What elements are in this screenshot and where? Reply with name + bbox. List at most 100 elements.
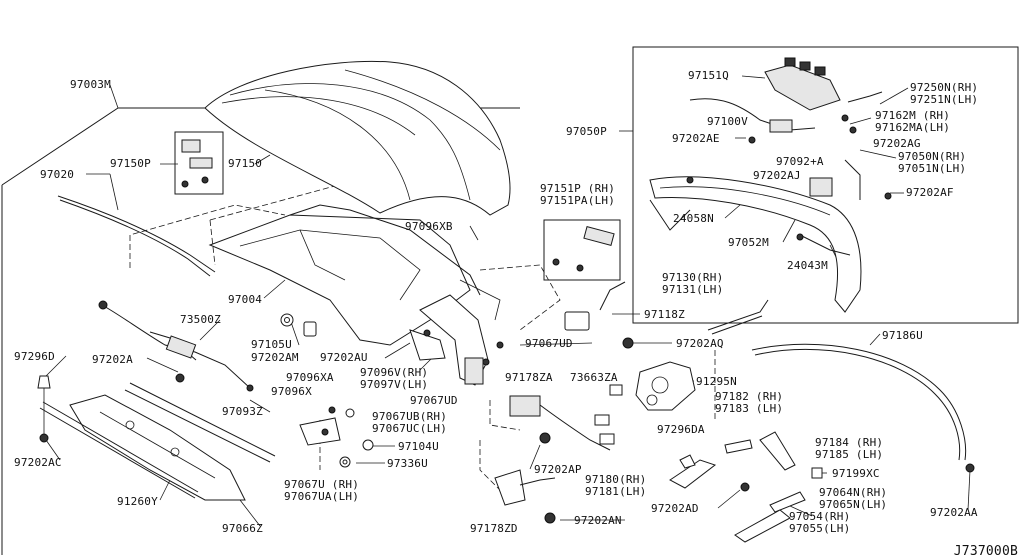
part-label-97199xc: 97199XC: [832, 468, 880, 480]
part-label-24043m: 24043M: [787, 260, 828, 272]
part-number: 73663ZA: [570, 371, 618, 384]
part-number: 97151P (RH): [540, 182, 616, 195]
part-label-97066z: 97066Z: [222, 523, 263, 535]
part-number: 97185 (LH): [815, 448, 884, 461]
screw-97202AD: [740, 482, 750, 492]
seal-97184: [759, 431, 796, 471]
part-label-97202aq: 97202AQ: [676, 338, 724, 350]
part-label-73663za: 73663ZA: [570, 372, 618, 384]
part-number: 97182 (RH): [715, 390, 784, 403]
part-number: 97066Z: [222, 522, 263, 535]
part-number: 97202AJ: [753, 169, 801, 182]
harness-24043M: [799, 234, 851, 256]
part-number: 91260Y: [117, 495, 158, 508]
part-number: 97202AD: [651, 502, 699, 515]
relay-97178ZA: [509, 395, 541, 417]
seal-97064N: [769, 491, 806, 513]
bracket-97202AJ: [809, 177, 833, 197]
part-label-97150: 97150: [228, 158, 262, 170]
part-number: 97202AU: [320, 351, 368, 364]
part-label-97054: 97054(RH)97055(LH): [789, 511, 850, 535]
part-label-97296d: 97296D: [14, 351, 55, 363]
part-label-97067ud2: 97067UD: [410, 395, 458, 407]
part-number: 97202AC: [14, 456, 62, 469]
clip-97296D: [37, 375, 51, 389]
part-label-97202ag: 97202AG: [873, 138, 921, 150]
part-label-97202a: 97202A: [92, 354, 133, 366]
rear-bracket-97151Q: [764, 64, 841, 111]
clip-73663ZA: [609, 384, 623, 396]
cable-97250N: [847, 91, 883, 103]
part-number: 97100V: [707, 115, 748, 128]
part-label-73500z: 73500Z: [180, 314, 221, 326]
part-label-97178za: 97178ZA: [505, 372, 553, 384]
bolt-97202AQ: [622, 337, 634, 349]
screw-a: [181, 180, 189, 188]
part-number: 97097V(LH): [360, 378, 429, 391]
part-label-97020: 97020: [40, 169, 74, 181]
part-number: 97052M: [728, 236, 769, 249]
frame-bow-97052M: [649, 176, 862, 313]
bracket-97178ZD: [494, 469, 526, 506]
part-label-97067u: 97067U (RH)97067UA(LH): [284, 479, 359, 503]
retainer-box: [174, 131, 224, 195]
molding-97186U: [751, 343, 967, 461]
part-label-97104u: 97104U: [398, 441, 439, 453]
part-label-97186u: 97186U: [882, 330, 923, 342]
part-label-97093z: 97093Z: [222, 406, 263, 418]
part-number: 97065N(LH): [819, 498, 888, 511]
part-number: 97202AN: [574, 514, 622, 527]
part-label-97178zd: 97178ZD: [470, 523, 518, 535]
part-label-97336u: 97336U: [387, 458, 428, 470]
part-number: 97202A: [92, 353, 133, 366]
clip-97199XC: [811, 467, 823, 479]
part-number: 97131(LH): [662, 283, 724, 296]
part-label-97050n: 97050N(RH)97051N(LH): [898, 151, 966, 175]
part-label-97150p: 97150P: [110, 158, 151, 170]
seal-97182: [724, 439, 753, 454]
part-number: 97067UB(RH): [372, 410, 448, 423]
part-number: 97096XB: [405, 220, 453, 233]
part-number: 97178ZD: [470, 522, 518, 535]
part-number: 97202AE: [672, 132, 720, 145]
diagram-code: J737000B: [953, 544, 1018, 559]
part-number: 97181(LH): [585, 485, 647, 498]
part-number: 97202AM: [251, 351, 299, 364]
part-label-97092a: 97092+A: [776, 156, 824, 168]
part-label-97067ub: 97067UB(RH)97067UC(LH): [372, 411, 447, 435]
part-number: 73500Z: [180, 313, 221, 326]
part-number: 97130(RH): [662, 271, 724, 284]
link-97130: [707, 299, 769, 331]
part-label-97202ap: 97202AP: [534, 464, 582, 476]
weatherstrip-97020: [57, 195, 216, 273]
part-label-97067ud1: 97067UD: [525, 338, 573, 350]
strip-97066Z: [39, 401, 199, 499]
part-number: 97150P: [110, 157, 151, 170]
part-number: 97202AA: [930, 506, 978, 519]
bracket-97118Z: [564, 311, 590, 331]
part-number: 97105U: [251, 338, 292, 351]
part-number: 97096X: [271, 385, 312, 398]
part-label-97180: 97180(RH)97181(LH): [585, 474, 646, 498]
part-label-97064n: 97064N(RH)97065N(LH): [819, 487, 887, 511]
part-number: 97151Q: [688, 69, 729, 82]
part-number: 97104U: [398, 440, 439, 453]
part-number: 97180(RH): [585, 473, 647, 486]
part-number: 97151PA(LH): [540, 194, 616, 207]
part-number: 97178ZA: [505, 371, 553, 384]
cable-97100V: [689, 98, 816, 131]
clip-upper: [181, 139, 201, 153]
part-number: 91295N: [696, 375, 737, 388]
rail-97093Z: [124, 382, 276, 463]
screw-b: [201, 176, 209, 184]
grommet-97202AM: [303, 321, 317, 337]
part-number: 97092+A: [776, 155, 824, 168]
bolt-97202AN: [544, 512, 556, 524]
part-label-97202aa: 97202AA: [930, 507, 978, 519]
part-number: 97096V(RH): [360, 366, 429, 379]
part-number: 97020: [40, 168, 75, 181]
part-number: 97202AQ: [676, 337, 724, 350]
nut-97104U: [362, 439, 374, 451]
part-label-97202ad: 97202AD: [651, 503, 699, 515]
